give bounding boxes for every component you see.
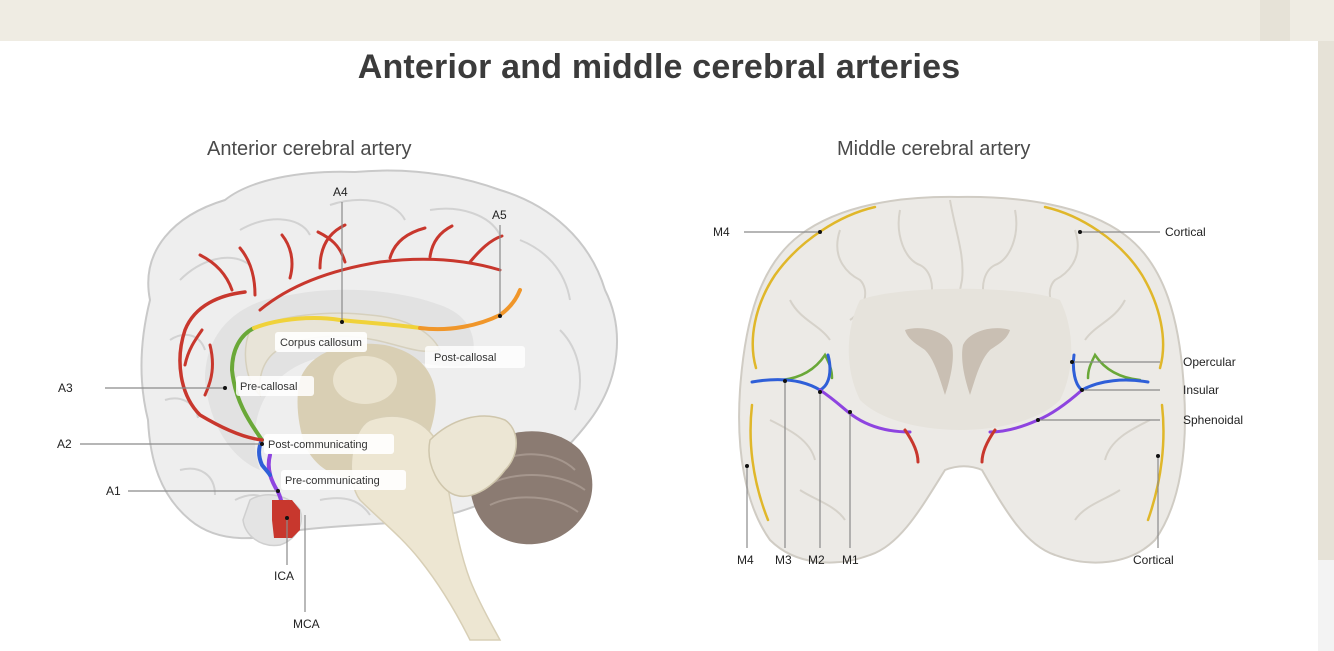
sphenoidal-label: Sphenoidal xyxy=(1183,413,1243,427)
a2-label: A2 xyxy=(57,437,72,451)
opercular-label: Opercular xyxy=(1183,355,1236,369)
a3-label: A3 xyxy=(58,381,73,395)
mca-label: MCA xyxy=(293,617,320,631)
pre-communicating-label: Pre-communicating xyxy=(285,475,380,487)
m2-label: M2 xyxy=(808,553,825,567)
a1-label: A1 xyxy=(106,484,121,498)
post-callosal-label: Post-callosal xyxy=(434,352,496,364)
coronal-white-matter xyxy=(849,289,1072,430)
post-communicating-label: Post-communicating xyxy=(268,439,368,451)
scrollbar-corner xyxy=(1318,560,1334,651)
cortical-top-label: Cortical xyxy=(1165,225,1206,239)
a4-label: A4 xyxy=(333,185,348,199)
sagittal-brain-illustration: A3 A2 A1 A4 A5 ICA MCA Corpus callosum P… xyxy=(57,171,617,640)
cortical-bottom-label: Cortical xyxy=(1133,553,1174,567)
ica-label: ICA xyxy=(274,569,294,583)
m4-bottom-label: M4 xyxy=(737,553,754,567)
corpus-callosum-label: Corpus callosum xyxy=(280,337,362,349)
m4-top-label: M4 xyxy=(713,225,730,239)
m1-label: M1 xyxy=(842,553,859,567)
insular-label: Insular xyxy=(1183,383,1219,397)
m3-label: M3 xyxy=(775,553,792,567)
pre-callosal-label: Pre-callosal xyxy=(240,381,297,393)
a5-label: A5 xyxy=(492,208,507,222)
thalamus-core xyxy=(333,356,397,404)
coronal-brain-illustration: M4 Cortical Opercular Insular Sphenoidal… xyxy=(713,197,1243,567)
